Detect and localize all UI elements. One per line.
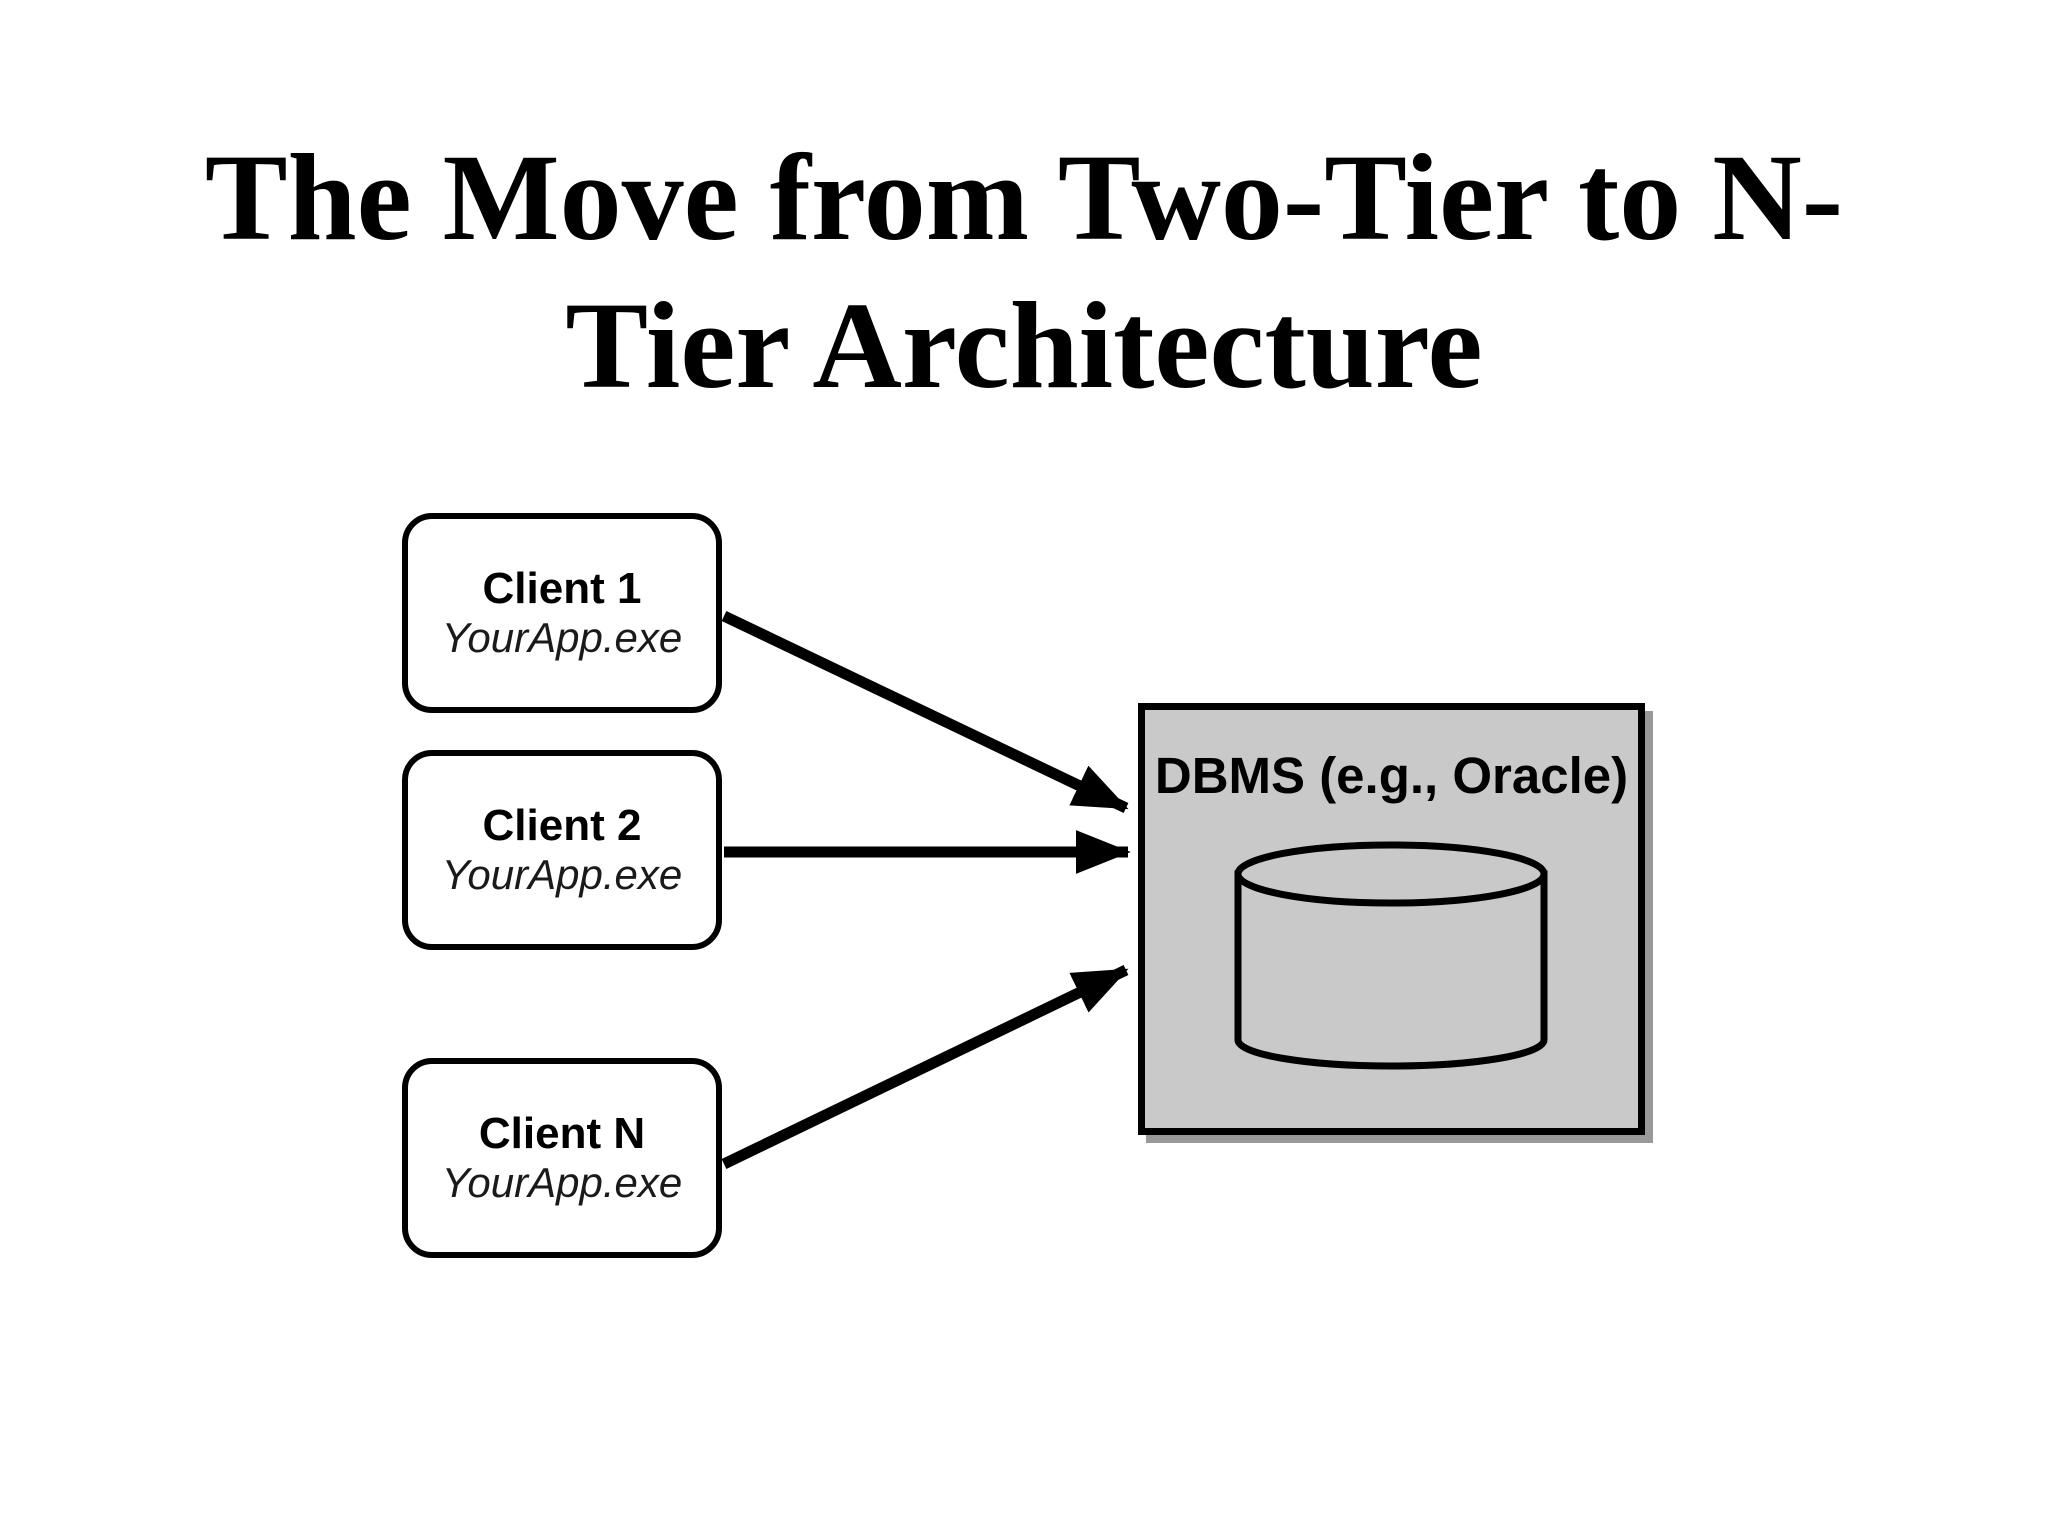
title-line-2: Tier Architecture <box>565 277 1483 414</box>
client-1-app-label: YourApp.exe <box>441 614 683 661</box>
title-line-1: The Move from Two-Tier to N- <box>204 129 1844 266</box>
arrow-clientn-to-dbms <box>721 965 1129 1169</box>
dbms-box: DBMS (e.g., Oracle) <box>1138 703 1645 1135</box>
dbms-label: DBMS (e.g., Oracle) <box>1154 747 1629 804</box>
client-n-label: Client N <box>478 1109 646 1158</box>
client-1-label: Client 1 <box>482 564 642 613</box>
client-2-box: Client 2 YourApp.exe <box>402 750 722 950</box>
arrow-client1-to-dbms <box>721 611 1129 813</box>
client-n-box: Client N YourApp.exe <box>402 1058 722 1258</box>
client-2-label: Client 2 <box>482 801 642 850</box>
client-n-app-label: YourApp.exe <box>441 1159 683 1206</box>
client-1-box: Client 1 YourApp.exe <box>402 513 722 713</box>
client-2-app-label: YourApp.exe <box>441 851 683 898</box>
page-title: The Move from Two-Tier to N-Tier Archite… <box>0 124 2048 420</box>
